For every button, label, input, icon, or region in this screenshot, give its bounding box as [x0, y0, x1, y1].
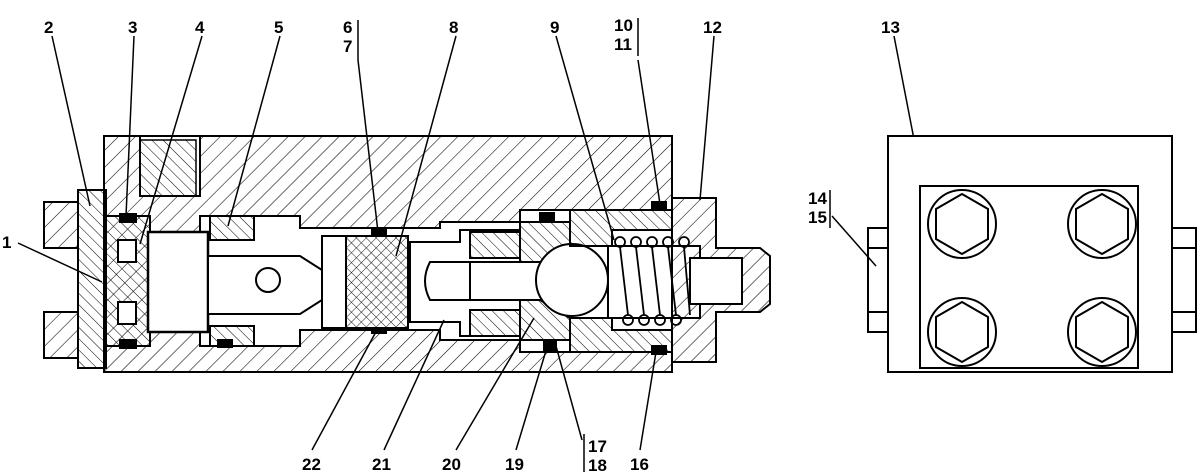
callout-12: 12 [703, 18, 722, 37]
end-cover-left [43, 189, 151, 369]
callout-19: 19 [505, 455, 524, 474]
central-piston [321, 235, 409, 329]
callout-4: 4 [195, 18, 205, 37]
callout-17: 17 [588, 437, 607, 456]
callout-5: 5 [274, 18, 283, 37]
bolt-heads [927, 189, 1137, 367]
sleeve [409, 229, 549, 337]
callout-21: 21 [372, 455, 391, 474]
callout-16: 16 [630, 455, 649, 474]
callout-1: 1 [2, 233, 11, 252]
callout-22: 22 [302, 455, 321, 474]
end-plug-right [671, 197, 771, 363]
callout-10: 10 [614, 16, 633, 35]
plunger [146, 215, 323, 347]
callout-15: 15 [808, 208, 827, 227]
callout-8: 8 [449, 18, 458, 37]
callout-18: 18 [588, 456, 607, 475]
callout-7: 7 [343, 37, 352, 56]
callout-14: 14 [808, 189, 827, 208]
section-view [43, 135, 771, 373]
callout-2: 2 [44, 18, 53, 37]
callout-11: 11 [614, 35, 632, 54]
callout-labels: 1 2 3 4 5 6 7 8 9 10 11 12 13 14 15 16 1… [2, 16, 900, 475]
callout-20: 20 [442, 455, 461, 474]
callout-3: 3 [128, 18, 137, 37]
callout-9: 9 [550, 18, 559, 37]
side-view [867, 135, 1197, 373]
callout-6: 6 [343, 18, 352, 37]
seat [519, 221, 609, 341]
callout-13: 13 [881, 18, 900, 37]
